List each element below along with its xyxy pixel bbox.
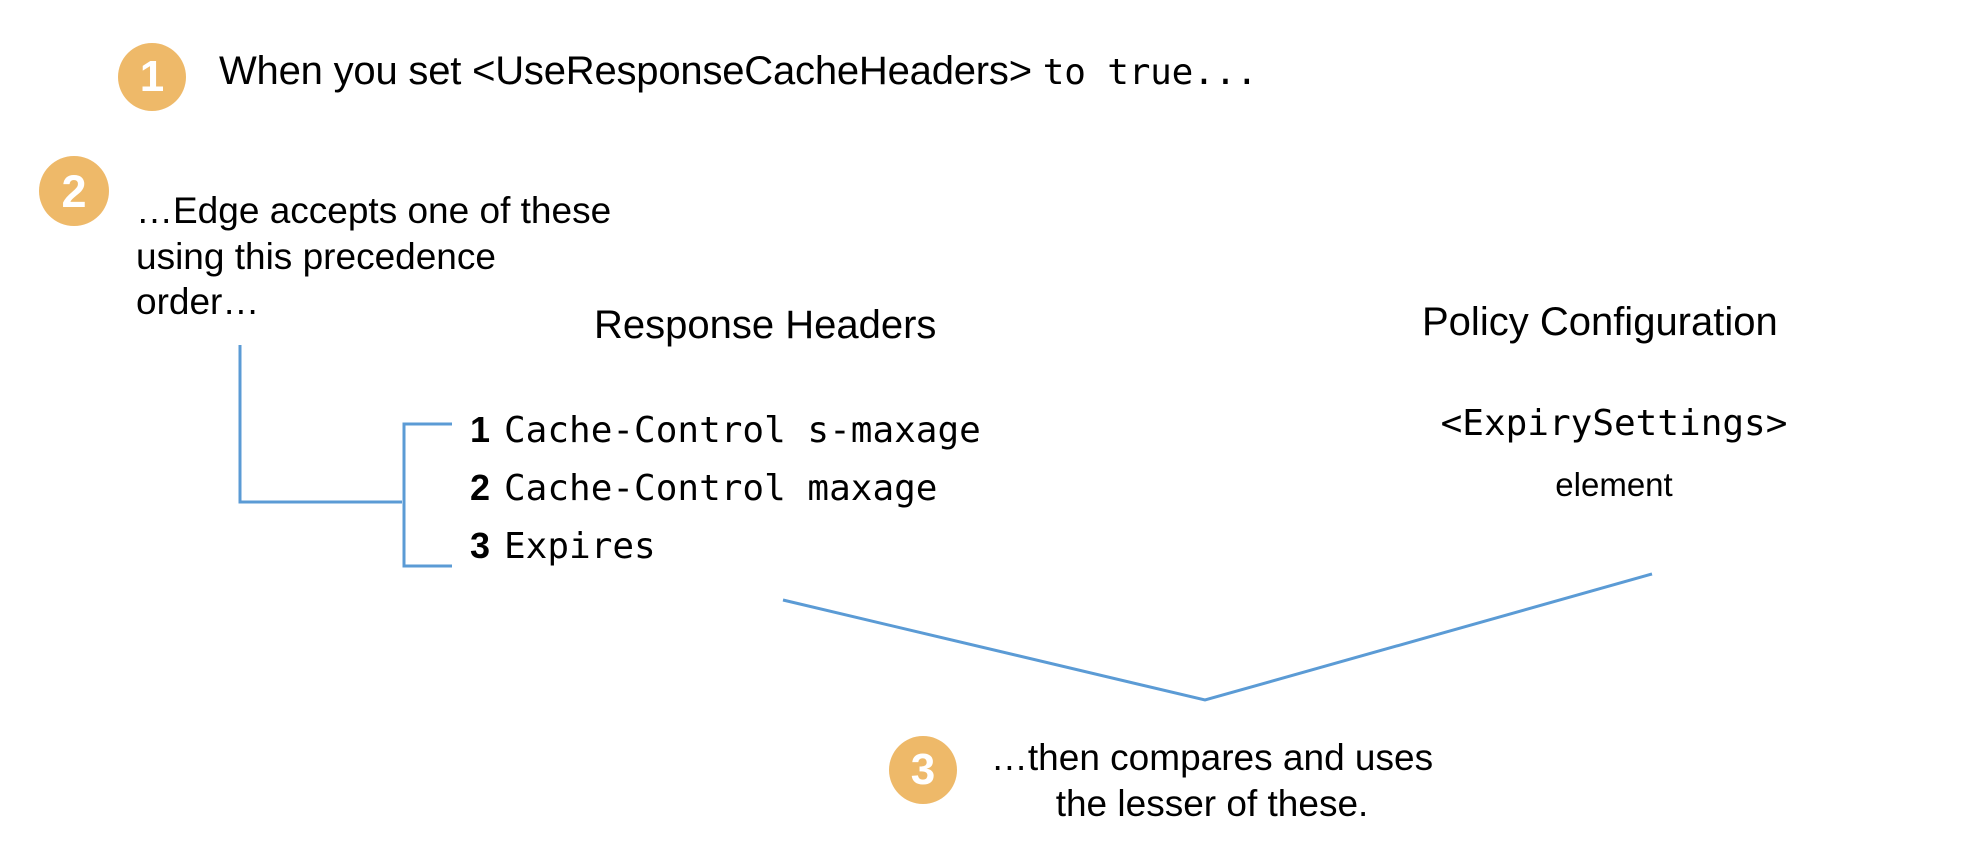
step-1-text-plain: When you set <UseResponseCacheHeaders> — [219, 49, 1043, 93]
policy-configuration-heading: Policy Configuration — [1422, 300, 1778, 344]
header-list-bracket — [402, 422, 452, 568]
step-3-badge: 3 — [889, 736, 957, 804]
step-1-badge: 1 — [118, 43, 186, 111]
list-item-number: 2 — [470, 467, 491, 508]
list-item-number: 3 — [470, 525, 491, 566]
step-1-text: When you set <UseResponseCacheHeaders> t… — [219, 49, 1258, 94]
step-1-text-code: to true... — [1042, 52, 1258, 93]
policy-configuration-subtitle: element — [1555, 466, 1673, 503]
list-item: 1 Cache-Control s-maxage — [470, 409, 981, 467]
step-2-badge: 2 — [39, 156, 109, 226]
step2-elbow-line — [238, 345, 402, 504]
step-2-text: …Edge accepts one of these using this pr… — [136, 190, 612, 322]
list-item-label: Expires — [504, 526, 656, 567]
list-item-label: Cache-Control s-maxage — [504, 410, 981, 451]
list-item-number: 1 — [470, 409, 491, 450]
step-3-text: …then compares and uses the lesser of th… — [990, 737, 1434, 824]
list-item: 3 Expires — [470, 525, 981, 583]
list-item: 2 Cache-Control maxage — [470, 467, 981, 525]
response-headers-list: 1 Cache-Control s-maxage 2 Cache-Control… — [470, 409, 981, 583]
policy-configuration-code: <ExpirySettings> — [1440, 403, 1788, 444]
response-headers-heading: Response Headers — [594, 303, 937, 347]
list-item-label: Cache-Control maxage — [504, 468, 938, 509]
comparison-v-connector — [782, 572, 1653, 702]
